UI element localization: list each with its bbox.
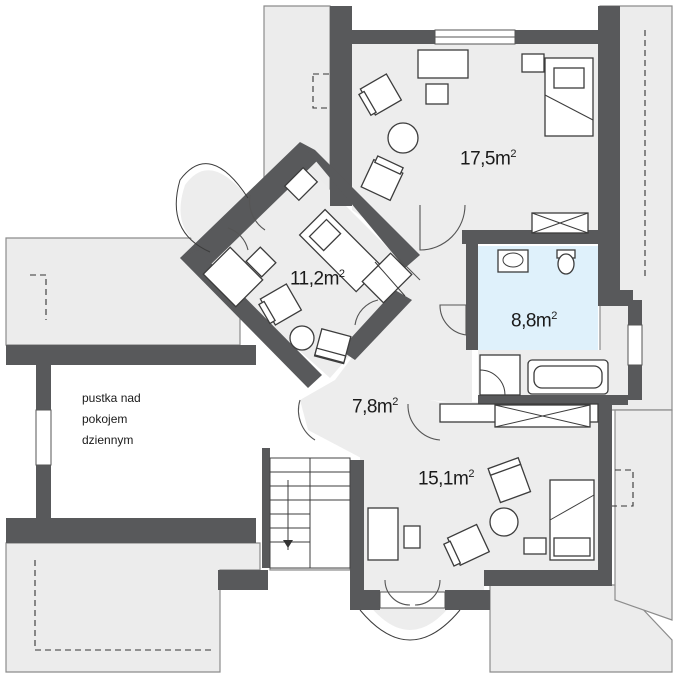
furniture-top-room (358, 49, 594, 234)
room-area-unit-exponent: 2 (392, 396, 398, 408)
room-area-label-15: 15,1m2 (418, 468, 474, 490)
room-area-value: 17,5m (460, 148, 511, 170)
furniture-bathroom (479, 249, 609, 396)
bay-window-left (175, 163, 249, 253)
room-area-value: 15,1m (418, 468, 469, 490)
windows (35, 29, 643, 609)
room-area-unit-exponent: 2 (468, 468, 474, 480)
room-area-label-17: 17,5m2 (460, 148, 516, 170)
void-note-line-1: pustka nad (82, 391, 141, 405)
furniture-angled-room (202, 166, 413, 365)
furniture-bottom-room (367, 403, 599, 567)
doors (227, 194, 467, 606)
room-area-unit-exponent: 2 (338, 268, 345, 280)
room-area-label-11: 11,2m2 (290, 268, 345, 290)
room-area-value: 11,2m (290, 268, 339, 290)
void-note-line-2: pokojem (82, 412, 128, 426)
room-area-label-bathroom: 8,8m2 (511, 310, 557, 332)
room-area-value: 8,8m (511, 310, 552, 332)
room-area-unit-exponent: 2 (510, 148, 516, 160)
room-area-unit-exponent: 2 (551, 310, 557, 322)
room-area-label-hall: 7,8m2 (352, 396, 398, 418)
void-note-line-3: dziennym (82, 433, 134, 447)
void-note: pustka nad pokojem dziennym (82, 388, 141, 451)
staircase (269, 457, 351, 569)
bay-window-bottom (359, 609, 461, 641)
room-area-value: 7,8m (352, 396, 393, 418)
